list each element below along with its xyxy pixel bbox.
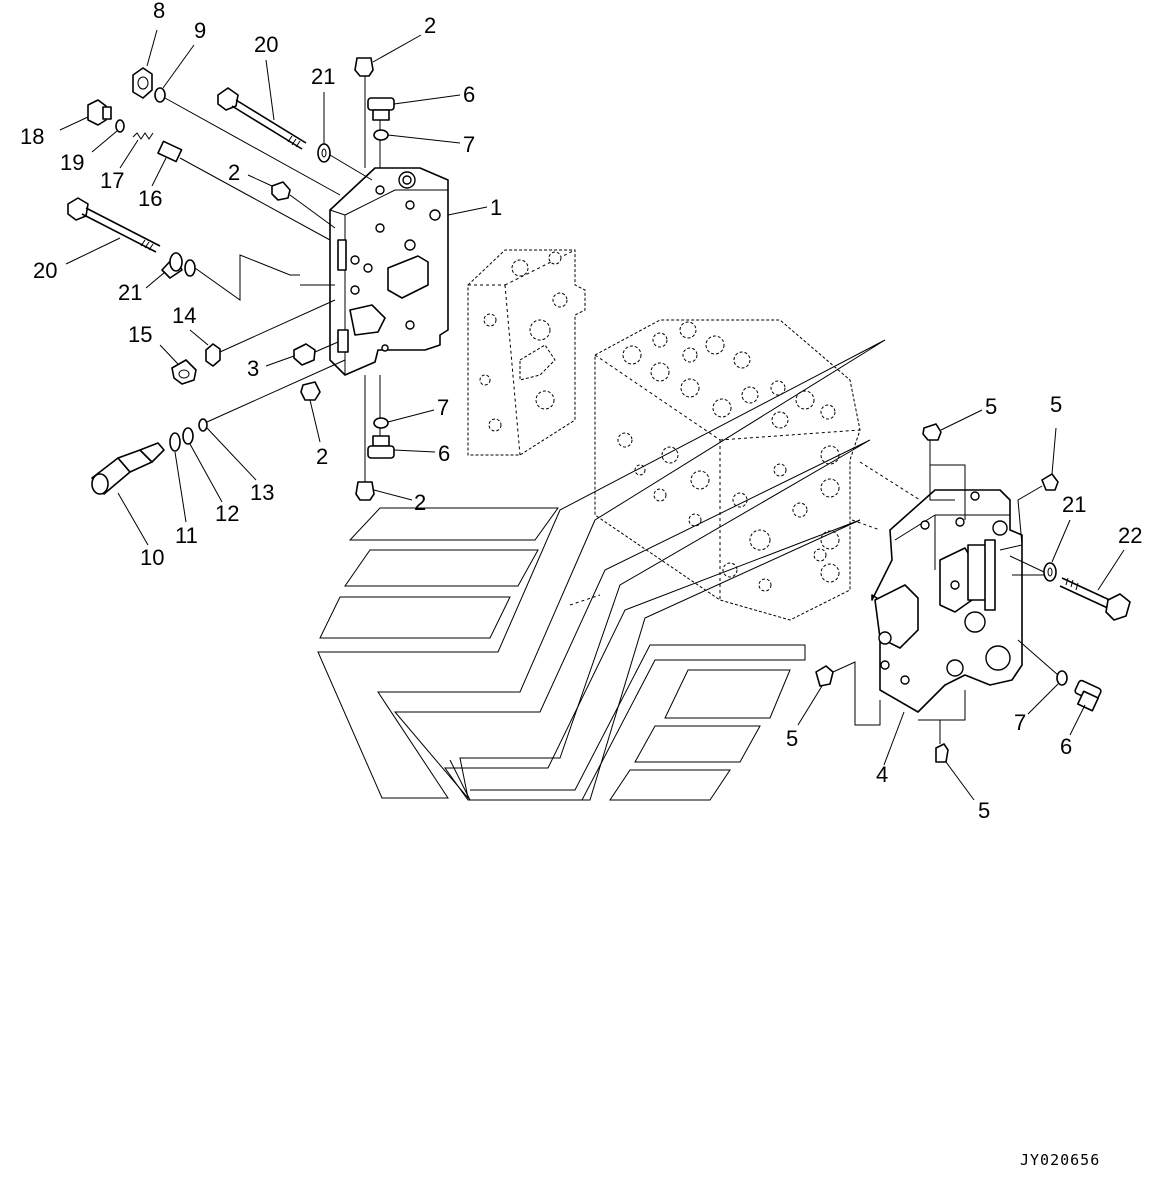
oring-7-right: [1056, 670, 1068, 686]
callout-6-mid: 6: [438, 441, 450, 466]
plug-2-side: [271, 181, 291, 201]
plug-15: [171, 359, 197, 385]
callout-18: 18: [20, 124, 44, 149]
valve-section-body-left: [329, 167, 449, 376]
bolt-20-lower: [67, 197, 161, 253]
washer-21-top: [317, 143, 331, 163]
bolt-20-top: [217, 87, 307, 150]
plug-6-mid: [367, 435, 395, 459]
ring-12: [182, 427, 194, 445]
callout-2-lower: 2: [316, 444, 328, 469]
callout-11: 11: [175, 523, 198, 548]
washer-21-right: [1043, 562, 1057, 582]
callout-1: 1: [490, 195, 502, 220]
callout-5-bottom: 5: [978, 798, 990, 823]
plug-5-bottom: [935, 743, 949, 763]
callout-6-top: 6: [463, 82, 475, 107]
nut-14: [205, 343, 221, 367]
drawing-code: JY020656: [1020, 1151, 1100, 1169]
bolt-22: [1059, 577, 1131, 621]
callout-12: 12: [215, 501, 239, 526]
oring-19: [115, 119, 125, 133]
nut-8: [132, 67, 153, 99]
callout-5-upper-right: 5: [1050, 392, 1062, 417]
callout-20-lower: 20: [33, 258, 57, 283]
callout-4: 4: [876, 762, 888, 787]
callout-7-top: 7: [463, 132, 475, 157]
oring-7-mid: [373, 417, 389, 429]
plug-5-top: [922, 423, 942, 441]
plug-18: [87, 99, 112, 126]
callout-21-lower: 21: [118, 280, 142, 305]
callout-17: 17: [100, 168, 124, 193]
callout-21-right: 21: [1062, 492, 1086, 517]
callout-2-side: 2: [228, 160, 240, 185]
callout-22: 22: [1118, 523, 1142, 548]
callout-2-top: 2: [424, 13, 436, 38]
callout-20-top: 20: [254, 32, 278, 57]
plug-5-left: [815, 665, 834, 687]
stack-outline-shapes: [317, 339, 886, 801]
plug-3: [293, 343, 316, 366]
callout-6-right: 6: [1060, 734, 1072, 759]
callout-7-right: 7: [1014, 710, 1026, 735]
ring-13: [198, 418, 208, 432]
plug-2-lower: [300, 381, 321, 401]
callout-8: 8: [153, 0, 165, 23]
oring-11: [169, 432, 181, 452]
callout-3: 3: [247, 356, 259, 381]
main-valve-body-rear: [467, 249, 586, 456]
callout-2-bottom: 2: [414, 490, 426, 515]
callout-16: 16: [138, 186, 162, 211]
callout-9: 9: [194, 18, 206, 43]
valve-section-body-right: [871, 489, 1023, 713]
callout-21-top: 21: [311, 64, 335, 89]
plug-2-bottom: [355, 481, 375, 501]
pressure-sensor-10: [91, 442, 165, 495]
main-valve-body-front: [594, 319, 861, 621]
oring-9: [154, 87, 166, 103]
callout-15: 15: [128, 322, 152, 347]
oring-7-top: [373, 129, 389, 141]
spring-17: [132, 132, 154, 140]
callout-14: 14: [172, 303, 196, 328]
plug-5-upper-right: [1041, 473, 1059, 491]
plug-2-top: [354, 57, 374, 77]
callout-5-top: 5: [985, 394, 997, 419]
callout-5-left: 5: [786, 726, 798, 751]
washer-21-lower: [161, 252, 196, 279]
fitting-16: [157, 140, 183, 163]
callout-10: 10: [140, 545, 164, 570]
plug-6-right: [1074, 679, 1102, 712]
callout-7-mid: 7: [437, 395, 449, 420]
callout-13: 13: [250, 480, 274, 505]
plug-6-top: [367, 97, 395, 121]
callout-19: 19: [60, 150, 84, 175]
